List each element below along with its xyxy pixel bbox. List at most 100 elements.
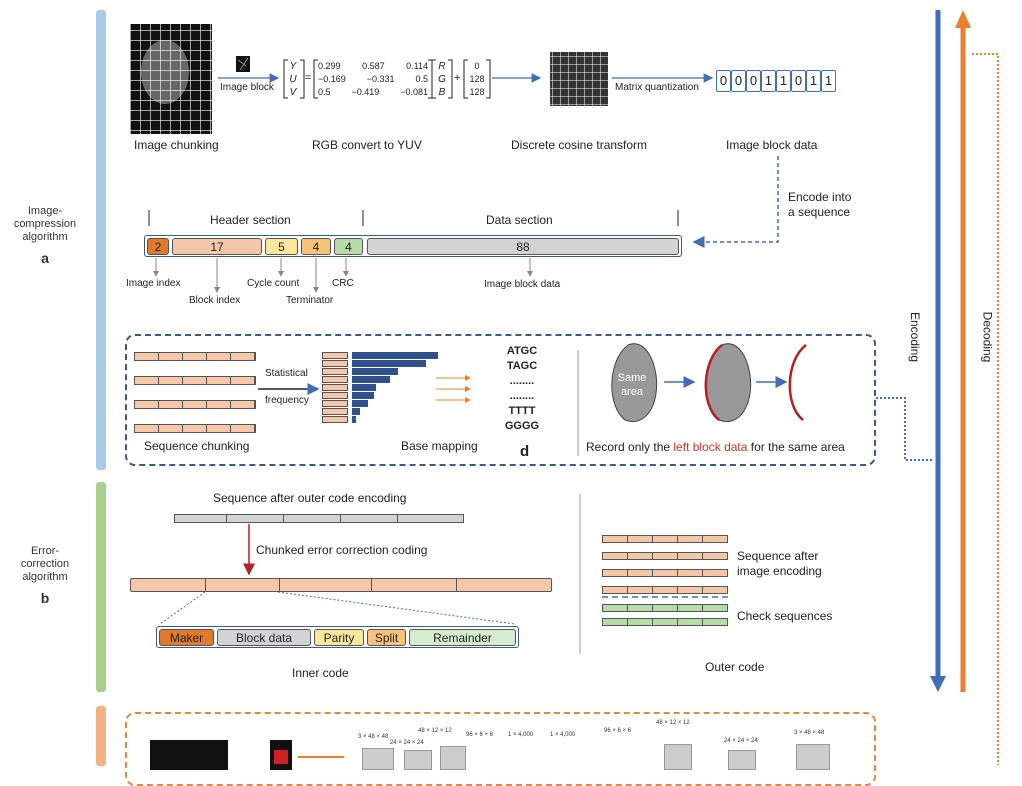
m22: −0.081 <box>400 87 428 97</box>
code-3: ........ <box>509 390 535 402</box>
record-suffix: for the same area <box>747 440 845 454</box>
part-remainder: Remainder <box>409 629 516 646</box>
offset-0: 0 <box>474 61 480 71</box>
base-codes: ATGC TAGC ........ ........ TTTT GGGG <box>498 344 546 434</box>
data-section-label: Data section <box>486 213 553 227</box>
record-prefix: Record only the <box>586 440 674 454</box>
field-data: 88 <box>367 238 679 255</box>
chunk-row <box>134 352 256 361</box>
nn-layer-2 <box>404 750 432 770</box>
yuv-vector: Y U V <box>287 60 299 99</box>
dim-7: 48 × 12 × 12 <box>656 720 690 726</box>
label-error-correction: Error- correction algorithm b <box>0 545 90 605</box>
image-index-label: Image index <box>126 278 181 289</box>
check-seq-row <box>602 618 728 626</box>
m02: 0.114 <box>406 61 428 71</box>
chunked-sequence <box>130 578 552 592</box>
image-seq-row <box>602 552 728 560</box>
seq-after-outer-label: Sequence after outer code encoding <box>213 491 407 505</box>
bit-7: 1 <box>821 70 836 92</box>
m11: −0.331 <box>366 74 395 84</box>
label-image-compression-text: Image- compression algorithm <box>13 205 77 243</box>
dim-0: 3 × 48 × 48 <box>358 734 389 740</box>
panel-d-box <box>125 334 876 466</box>
offset-vector: 0 128 128 <box>468 60 486 99</box>
field-terminator: 4 <box>301 238 331 255</box>
nn-layer-4 <box>664 744 692 770</box>
frequency-histogram <box>322 352 438 423</box>
rgb-vector: R G B <box>436 60 448 99</box>
label-error-correction-text: Error- correction algorithm <box>20 545 70 583</box>
dim-5: 1 × 4,000 <box>550 732 576 738</box>
outer-encoded-sequence <box>174 514 464 523</box>
record-red: left block data <box>673 440 748 454</box>
same-area-label: Same area <box>617 372 647 398</box>
rgb-b: B <box>438 87 446 98</box>
offset-1: 128 <box>469 74 485 84</box>
base-mapping-caption: Base mapping <box>401 439 478 453</box>
equals-sign: = <box>305 72 312 84</box>
section-bar-b <box>96 482 106 692</box>
terminator-label: Terminator <box>286 295 334 306</box>
dct-caption: Discrete cosine transform <box>511 138 648 152</box>
dim-4: 1 × 4,000 <box>508 732 534 738</box>
encoding-label: Encoding <box>908 311 923 363</box>
encode-into-label: Encode into a sequence <box>788 190 852 219</box>
statistical-label: Statistical <box>265 368 308 379</box>
dim-9: 3 × 48 × 48 <box>794 730 825 736</box>
m20: 0.5 <box>318 87 331 97</box>
patch-red <box>274 750 288 764</box>
matrix-quantization-label: Matrix quantization <box>615 82 699 93</box>
dim-2: 48 × 12 × 12 <box>418 728 452 734</box>
code-2: ........ <box>509 375 535 387</box>
nn-layer-5 <box>728 750 756 770</box>
dim-3: 96 × 6 × 6 <box>466 732 494 738</box>
cycle-count-label: Cycle count <box>247 278 300 289</box>
image-block-data-label: Image block data <box>484 279 561 290</box>
nn-arrow <box>298 756 344 758</box>
seq-after-image-label: Sequence after image encoding <box>737 549 822 578</box>
image-block-bits: 0 0 0 1 1 0 1 1 <box>716 70 836 92</box>
image-block-data-caption: Image block data <box>726 138 818 152</box>
yuv-u: U <box>289 74 297 85</box>
sequence-bar <box>144 235 682 257</box>
dim-1: 24 × 24 × 24 <box>390 740 424 746</box>
bit-0: 0 <box>716 70 731 92</box>
m10: −0.169 <box>318 74 346 84</box>
crc-label: CRC <box>332 278 354 289</box>
part-block-data: Block data <box>217 629 311 646</box>
plus-sign: + <box>454 72 461 84</box>
rgb-g: G <box>438 74 446 85</box>
code-4: TTTT <box>508 405 536 417</box>
part-split: Split <box>367 629 406 646</box>
check-sequences-label: Check sequences <box>737 609 833 623</box>
panel-letter-b: b <box>40 590 50 606</box>
section-bar-a <box>96 10 106 470</box>
part-parity: Parity <box>314 629 364 646</box>
diagram-lines <box>130 10 999 765</box>
outer-code-caption: Outer code <box>705 660 765 674</box>
m12: 0.5 <box>415 74 428 84</box>
bit-1: 0 <box>731 70 746 92</box>
panel-letter-a: a <box>41 250 49 266</box>
image-chunking-caption: Image chunking <box>134 138 219 152</box>
bit-4: 1 <box>776 70 791 92</box>
dim-6: 96 × 6 × 6 <box>604 728 632 734</box>
rgb-yuv-caption: RGB convert to YUV <box>312 138 422 152</box>
part-maker: Maker <box>159 629 214 646</box>
code-0: ATGC <box>506 345 538 357</box>
field-image-index: 2 <box>147 238 169 255</box>
image-encoded-sequences <box>602 535 728 594</box>
bit-2: 0 <box>746 70 761 92</box>
nn-layer-1 <box>362 748 394 770</box>
image-seq-row <box>602 535 728 543</box>
rgb-r: R <box>438 61 446 72</box>
input-image-thumb <box>150 740 228 770</box>
offset-2: 128 <box>469 87 485 97</box>
image-seq-row <box>602 586 728 594</box>
section-bar-c <box>96 706 106 766</box>
inner-code-caption: Inner code <box>292 666 349 680</box>
nn-layer-3 <box>440 746 466 770</box>
image-seq-row <box>602 569 728 577</box>
frequency-label: frequency <box>265 395 309 406</box>
